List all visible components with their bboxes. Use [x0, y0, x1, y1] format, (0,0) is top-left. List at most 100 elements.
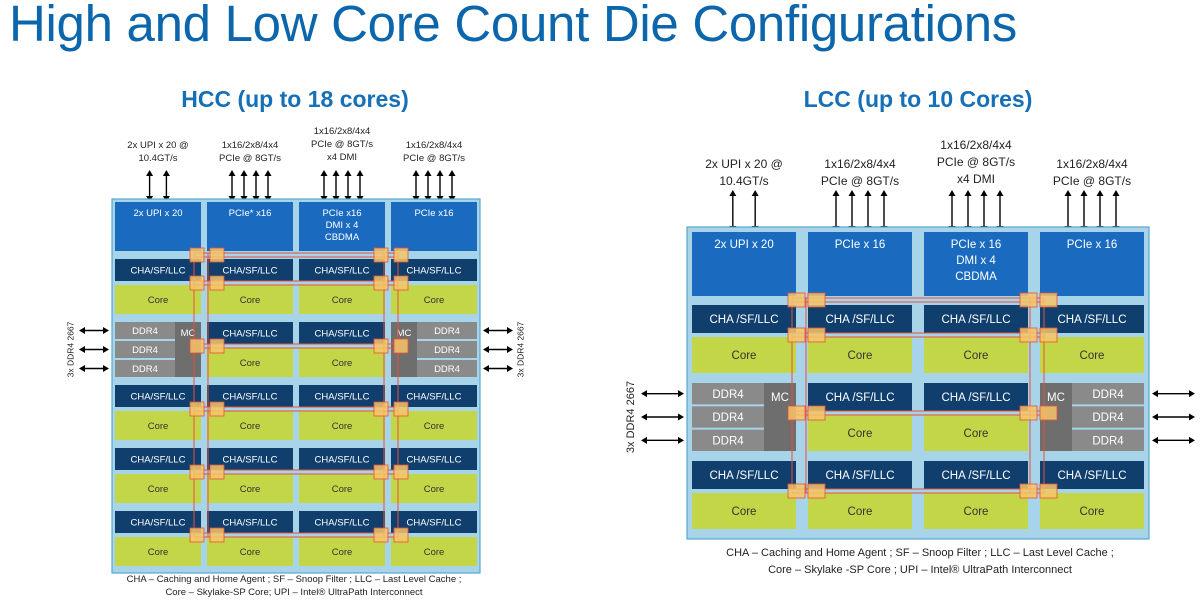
hcc-cha-sf-llc-block — [207, 259, 293, 281]
lcc-core-label: Core — [732, 350, 757, 362]
lcc-io-block-label: PCIe x 16 — [835, 239, 886, 251]
ring-stop — [209, 527, 225, 543]
ring-stop — [1039, 327, 1058, 343]
hcc-cha-sf-llc-block — [391, 259, 477, 281]
hcc-legend-line: CHA – Caching and Home Agent ; SF – Snoo… — [127, 574, 462, 585]
hcc-core-label: Core — [148, 295, 169, 306]
arrow-head — [103, 365, 109, 372]
hcc-io-block-label: PCIe* x16 — [229, 208, 272, 219]
hcc-cha-sf-llc-label: CHA/SF/LLC — [131, 517, 186, 528]
arrow-head — [252, 170, 260, 176]
hcc-cha-sf-llc-label: CHA/SF/LLC — [315, 265, 370, 276]
hcc-core-label: Core — [332, 295, 353, 306]
ring-stop — [189, 464, 205, 480]
arrow-head — [848, 190, 856, 196]
arrow-head — [1189, 390, 1195, 398]
hcc-diagram: HCC (up to 18 cores)2x UPI x 20 @10.4GT/… — [65, 86, 525, 598]
hcc-top-label: 1x16/2x8/4x4 — [406, 140, 463, 151]
ring-stop — [393, 464, 409, 480]
ddr4-label: DDR4 — [434, 345, 460, 356]
arrow-head — [436, 170, 444, 176]
hcc-core-block — [299, 285, 385, 314]
ring-stop — [209, 247, 225, 263]
lcc-top-label: x4 DMI — [957, 172, 995, 186]
lcc-top-label: PCIe @ 8GT/s — [1053, 174, 1131, 188]
ring-stop — [787, 405, 806, 421]
hcc-top-label: PCIe @ 8GT/s — [219, 153, 281, 164]
lcc-cha-sf-llc-label: CHA /SF/LLC — [825, 314, 894, 326]
ring-stop — [373, 275, 389, 291]
hcc-core-block — [115, 474, 201, 503]
lcc-legend-line: Core – Skylake -SP Core ; UPI – Intel® U… — [768, 564, 1072, 576]
hcc-cha-sf-llc-block — [299, 511, 385, 533]
ring-stop — [807, 327, 826, 343]
ddr4-label: DDR4 — [712, 389, 744, 401]
arrow-head — [678, 436, 684, 444]
ring-stop — [209, 275, 225, 291]
hcc-cha-sf-llc-label: CHA/SF/LLC — [223, 328, 278, 339]
hcc-cha-sf-llc-block — [207, 448, 293, 470]
ring-stop — [393, 275, 409, 291]
lcc-top-label: 2x UPI x 20 @ — [705, 157, 783, 171]
hcc-core-label: Core — [424, 484, 445, 495]
hcc-core-label: Core — [240, 421, 261, 432]
arrow-head — [146, 170, 154, 176]
lcc-io-block — [808, 232, 912, 296]
hcc-cha-sf-llc-label: CHA/SF/LLC — [131, 391, 186, 402]
hcc-cha-sf-llc-label: CHA/SF/LLC — [315, 454, 370, 465]
ring-stop — [1039, 483, 1058, 499]
ddr4-label: DDR4 — [434, 326, 460, 337]
hcc-io-block-label: PCIe x16 — [414, 208, 453, 219]
ddr4-block — [692, 429, 764, 451]
hcc-core-label: Core — [424, 547, 445, 558]
memory-controller-label: MC — [771, 392, 789, 404]
ddr4-block — [692, 383, 764, 405]
lcc-cha-sf-llc-label: CHA /SF/LLC — [941, 314, 1010, 326]
ddr4-label: DDR4 — [132, 345, 158, 356]
ring-stop — [209, 401, 225, 417]
ring-stop — [393, 338, 409, 354]
arrow-head — [507, 365, 513, 372]
ddr4-block — [692, 406, 764, 428]
ring-stop — [189, 247, 205, 263]
ring-stop — [787, 483, 806, 499]
ddr4-label: DDR4 — [132, 364, 158, 375]
ring-stop — [1019, 327, 1038, 343]
hcc-cha-sf-llc-label: CHA/SF/LLC — [223, 265, 278, 276]
hcc-cha-sf-llc-label: CHA/SF/LLC — [223, 517, 278, 528]
arrow-head — [864, 190, 872, 196]
hcc-cha-sf-llc-label: CHA/SF/LLC — [131, 454, 186, 465]
arrow-head — [103, 346, 109, 353]
arrow-head — [1152, 413, 1158, 421]
lcc-io-block-label: PCIe x 16 — [1067, 239, 1118, 251]
ring-stop — [787, 292, 806, 308]
ring-stop — [1019, 483, 1038, 499]
ddr-side-label: 3x DDR4 2667 — [625, 381, 637, 453]
ring-stop — [373, 338, 389, 354]
ring-stop — [373, 401, 389, 417]
ddr4-label: DDR4 — [1092, 412, 1124, 424]
arrow-head — [1112, 190, 1120, 196]
hcc-top-label: PCIe @ 8GT/s — [311, 139, 373, 150]
lcc-core-block — [808, 493, 912, 529]
arrow-head — [507, 346, 513, 353]
hcc-core-label: Core — [332, 547, 353, 558]
hcc-cha-sf-llc-label: CHA/SF/LLC — [407, 517, 462, 528]
lcc-core-label: Core — [964, 350, 989, 362]
arrow-head — [678, 413, 684, 421]
lcc-io-block — [924, 232, 1028, 296]
ring-stop — [189, 275, 205, 291]
page-title: High and Low Core Count Die Configuratio… — [9, 0, 1017, 52]
ddr4-block — [115, 360, 175, 377]
lcc-cha-sf-llc-block — [692, 305, 796, 333]
lcc-core-block — [692, 337, 796, 373]
arrow-head — [412, 170, 420, 176]
ddr4-block — [1072, 429, 1144, 451]
lcc-top-label: 1x16/2x8/4x4 — [1056, 157, 1128, 171]
arrow-head — [996, 190, 1004, 196]
lcc-cha-sf-llc-block — [692, 461, 796, 489]
arrow-head — [1064, 190, 1072, 196]
lcc-core-block — [924, 337, 1028, 373]
ddr4-label: DDR4 — [132, 326, 158, 337]
hcc-core-label: Core — [240, 484, 261, 495]
